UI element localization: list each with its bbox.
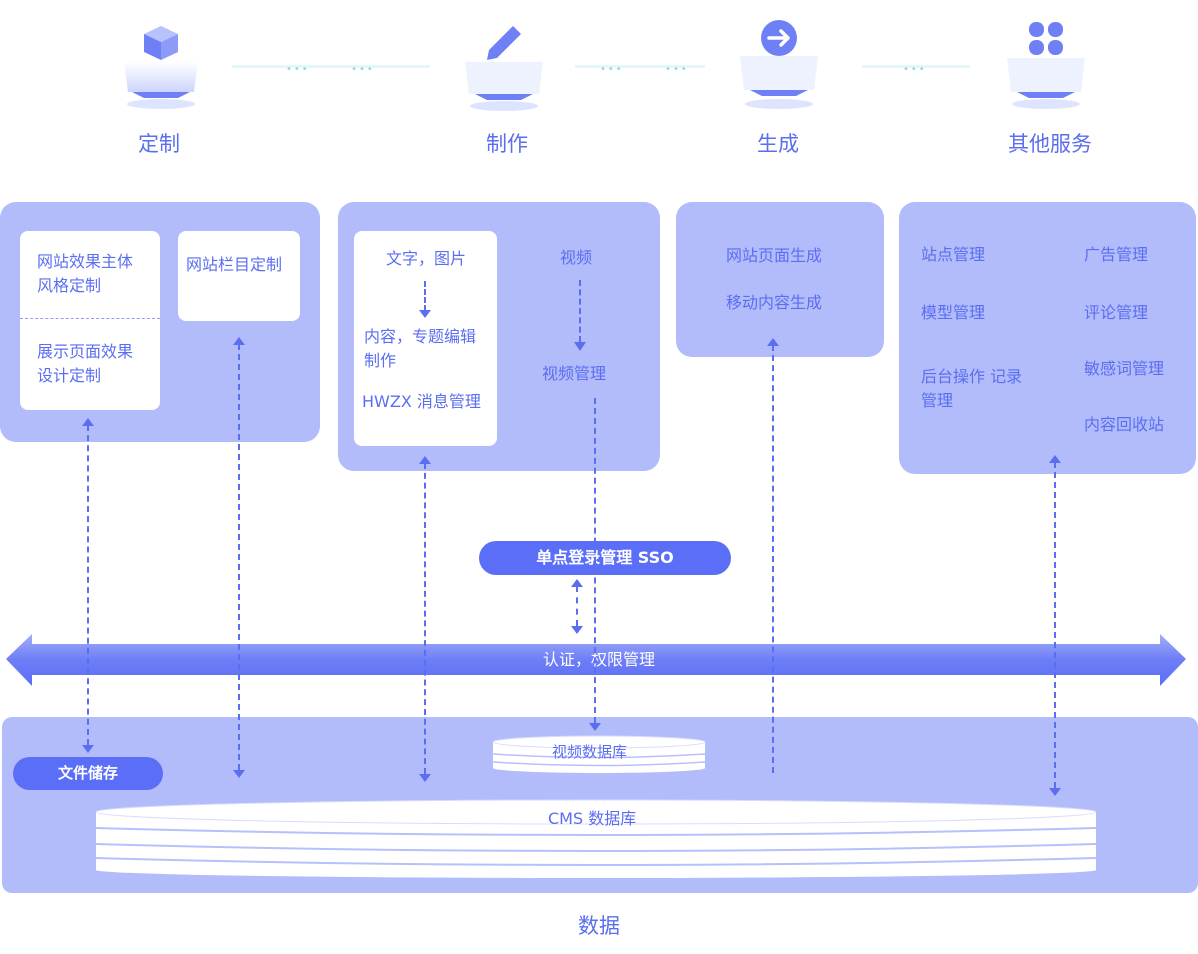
stage-title-custom: 定制 (138, 132, 180, 156)
connector-dots: ••• ••• (286, 64, 375, 75)
cms-db-label: CMS 数据库 (548, 809, 637, 828)
auth-label: 认证，权限管理 (542, 650, 655, 669)
generate-panel (676, 202, 884, 357)
connector-line (862, 65, 970, 68)
other-item: 管理 (921, 391, 954, 410)
generate-text: 网站页面生成 (726, 246, 823, 265)
produce-text: 制作 (364, 351, 397, 370)
arrow-up-icon (1049, 455, 1061, 463)
sso-pill: 单点登录管理 SSO (479, 541, 731, 575)
video-mgmt-text: 视频管理 (542, 364, 607, 383)
other-item: 评论管理 (1084, 303, 1149, 322)
custom-text: 展示页面效果 (37, 342, 134, 361)
stage-title-produce: 制作 (486, 132, 528, 156)
custom-text: 设计定制 (37, 366, 102, 385)
custom-text: 网站效果主体 (37, 252, 134, 271)
arrow-down-icon (571, 626, 583, 634)
arrow-down-icon (589, 723, 601, 731)
connector-line (87, 425, 89, 745)
auth-arrow-band (6, 634, 1186, 686)
produce-text: 内容，专题编辑 (364, 327, 477, 346)
arrow-down-icon (1049, 788, 1061, 796)
video-db-label: 视频数据库 (552, 743, 628, 761)
arrow-head-icon (419, 310, 431, 318)
flow-arrow (579, 280, 581, 342)
other-item: 模型管理 (921, 303, 986, 322)
produce-text: 文字，图片 (386, 249, 467, 268)
other-item: 站点管理 (921, 245, 986, 264)
custom-card-column (178, 231, 300, 321)
cms-db-icon (95, 799, 1097, 878)
arrow-up-icon (233, 337, 245, 345)
arrow-down-icon (82, 745, 94, 753)
stage-title-other: 其他服务 (1008, 132, 1092, 156)
data-title: 数据 (578, 914, 620, 938)
generate-text: 移动内容生成 (726, 293, 823, 312)
other-item: 敏感词管理 (1084, 359, 1165, 378)
custom-card-style (20, 231, 160, 410)
other-item: 后台操作 记录 (921, 367, 1023, 386)
arrow-up-icon (419, 456, 431, 464)
connector-line (594, 398, 596, 723)
produce-card (354, 231, 497, 446)
pencil-icon (465, 26, 543, 111)
arrow-up-icon (571, 579, 583, 587)
cube-icon (124, 26, 198, 109)
arrow-up-icon (82, 418, 94, 426)
connector-line (575, 65, 705, 68)
video-text: 视频 (560, 248, 593, 267)
video-db-icon (492, 735, 706, 773)
produce-text: HWZX 消息管理 (362, 392, 481, 411)
arrow-down-icon (419, 774, 431, 782)
connector-line (1054, 462, 1056, 788)
other-item: 内容回收站 (1084, 415, 1165, 434)
flow-arrow (424, 281, 426, 311)
card-divider (20, 318, 160, 319)
custom-text: 风格定制 (37, 276, 102, 295)
connector-line (772, 345, 774, 773)
connector-line (424, 463, 426, 774)
connector-line (232, 65, 430, 68)
connector-dots: ••• (903, 64, 927, 75)
arrow-head-icon (574, 342, 586, 351)
other-item: 广告管理 (1084, 245, 1149, 264)
custom-column-text: 网站栏目定制 (186, 255, 283, 274)
file-storage-pill: 文件储存 (13, 757, 163, 790)
arrow-down-icon (233, 770, 245, 778)
other-panel (899, 202, 1196, 474)
arrow-up-icon (767, 338, 779, 346)
stage-title-generate: 生成 (757, 132, 799, 156)
arrow-circle-icon (740, 20, 818, 109)
grid-icon (1007, 22, 1085, 109)
connector-line (576, 586, 578, 626)
connector-line (238, 344, 240, 770)
connector-dots: ••• ••• (600, 64, 689, 75)
